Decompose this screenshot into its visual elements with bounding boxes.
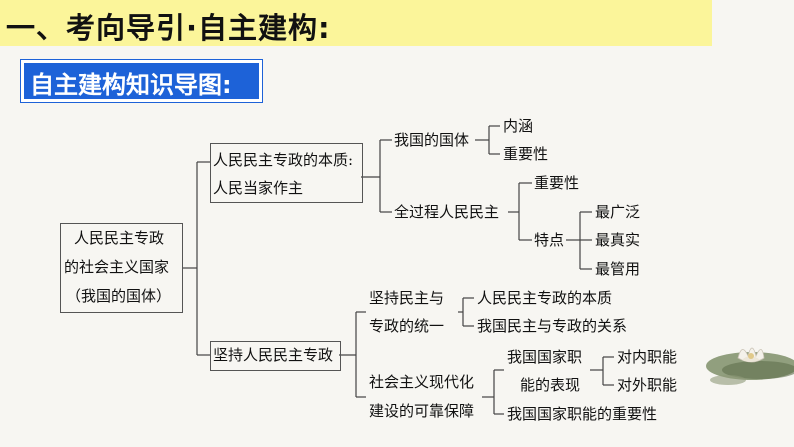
node-duinei: 对内职能 — [617, 348, 678, 366]
branch2-label: 坚持人民民主专政 — [213, 346, 334, 364]
page-title: 一、考向导引·自主建构: — [6, 11, 331, 45]
branch2-box — [210, 341, 341, 371]
node-quanguocheng: 全过程人民民主 — [394, 203, 500, 221]
node-guanxi: 我国民主与专政的关系 — [477, 317, 628, 335]
node-guoti-zhongyao: 重要性 — [503, 145, 549, 163]
node-zhongyaoxing: 我国国家职能的重要性 — [507, 405, 658, 423]
branch1-box — [210, 143, 363, 203]
node-tedian: 特点 — [534, 231, 565, 249]
node-quan-zhongyao: 重要性 — [534, 174, 580, 192]
section-tag: 自主建构知识导图: — [20, 59, 263, 103]
node-zuizhenshi: 最真实 — [595, 231, 641, 249]
node-baozhang-line1: 社会主义现代化 — [369, 373, 475, 391]
node-duiwai: 对外职能 — [617, 376, 678, 394]
branch1-line2: 人民当家作主 — [213, 179, 304, 197]
root-node-line2: 的社会主义国家 — [64, 258, 170, 276]
node-tongyi-line2: 专政的统一 — [369, 317, 445, 335]
node-tongyi-line1: 坚持民主与 — [369, 289, 445, 307]
root-node-box — [60, 223, 183, 313]
node-benzhi: 人民民主专政的本质 — [477, 289, 613, 307]
node-zuiguanyong: 最管用 — [595, 260, 641, 278]
root-node-line3: （我国的国体） — [66, 287, 172, 305]
node-zuiguangfan: 最广泛 — [595, 203, 641, 221]
node-neihan: 内涵 — [503, 117, 534, 135]
title-bar: 一、考向导引·自主建构: — [0, 0, 712, 46]
node-baozhang-line2: 建设的可靠保障 — [369, 402, 475, 420]
node-zhineng-line2: 能的表现 — [520, 376, 581, 394]
section-title: 自主建构知识导图: — [30, 71, 232, 99]
node-guoti: 我国的国体 — [394, 131, 470, 149]
root-node-line1: 人民民主专政 — [74, 229, 165, 247]
lotus-decoration — [706, 347, 794, 385]
branch1-line1: 人民民主专政的本质: — [213, 151, 354, 169]
node-zhineng-line1: 我国国家职 — [507, 348, 583, 366]
